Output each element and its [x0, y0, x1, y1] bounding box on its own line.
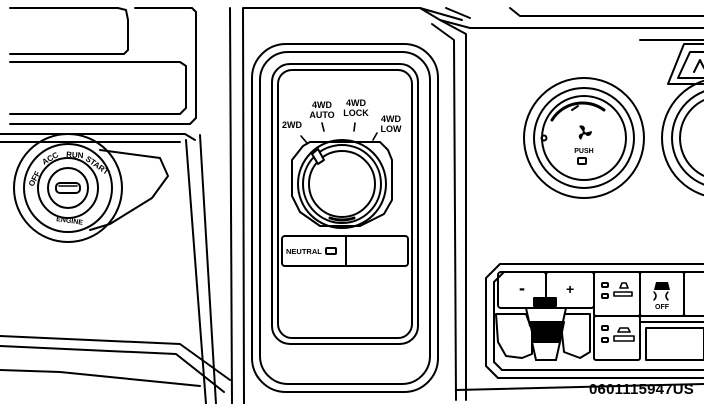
label-4wd-auto-line2: AUTO [309, 110, 334, 120]
plus-label: + [566, 281, 574, 297]
selector-position-labels: 2WD 4WD AUTO 4WD LOCK 4WD LOW [282, 98, 402, 134]
transfer-case-knob[interactable] [291, 139, 393, 229]
lower-switch-row [639, 321, 704, 361]
ignition-pos-run: RUN [66, 150, 84, 160]
label-4wd-low-line2: LOW [381, 124, 402, 134]
push-label: PUSH [574, 148, 593, 155]
trailer-brake-lever[interactable] [495, 297, 591, 361]
label-2wd: 2WD [282, 120, 303, 130]
left-panel-lines [0, 7, 245, 404]
traction-control-icon [653, 282, 670, 301]
selector-tick-marks [300, 122, 378, 144]
label-4wd-lock-line1: 4WD [346, 98, 367, 108]
vehicle-icon [613, 327, 635, 342]
traction-off-label: OFF [655, 304, 670, 311]
hazard-triangle-icon [693, 59, 704, 73]
label-4wd-auto-line1: 4WD [312, 100, 333, 110]
right-knob[interactable] [661, 78, 704, 198]
hazard-button[interactable] [667, 43, 704, 85]
label-4wd-lock-line2: LOCK [343, 108, 369, 118]
reference-code: 0601115947US [588, 381, 694, 398]
right-edge-button[interactable] [683, 271, 704, 317]
label-4wd-low-line1: 4WD [381, 114, 402, 124]
lower-switch-button[interactable] [593, 315, 641, 361]
tow-haul-button[interactable] [593, 271, 641, 317]
minus-label: - [519, 278, 525, 298]
fan-icon [578, 125, 592, 140]
tow-haul-icon [613, 282, 633, 297]
ignition-switch[interactable] [13, 133, 169, 243]
ignition-engine-label: ENGINE [56, 216, 84, 227]
transfer-case-bezel [251, 43, 439, 393]
neutral-button[interactable] [281, 235, 409, 267]
bottom-lines [0, 369, 704, 391]
screen-bezel [9, 7, 197, 125]
neutral-label: NEUTRAL [286, 247, 322, 256]
console-lines [243, 7, 704, 401]
climate-knob[interactable] [523, 77, 645, 199]
